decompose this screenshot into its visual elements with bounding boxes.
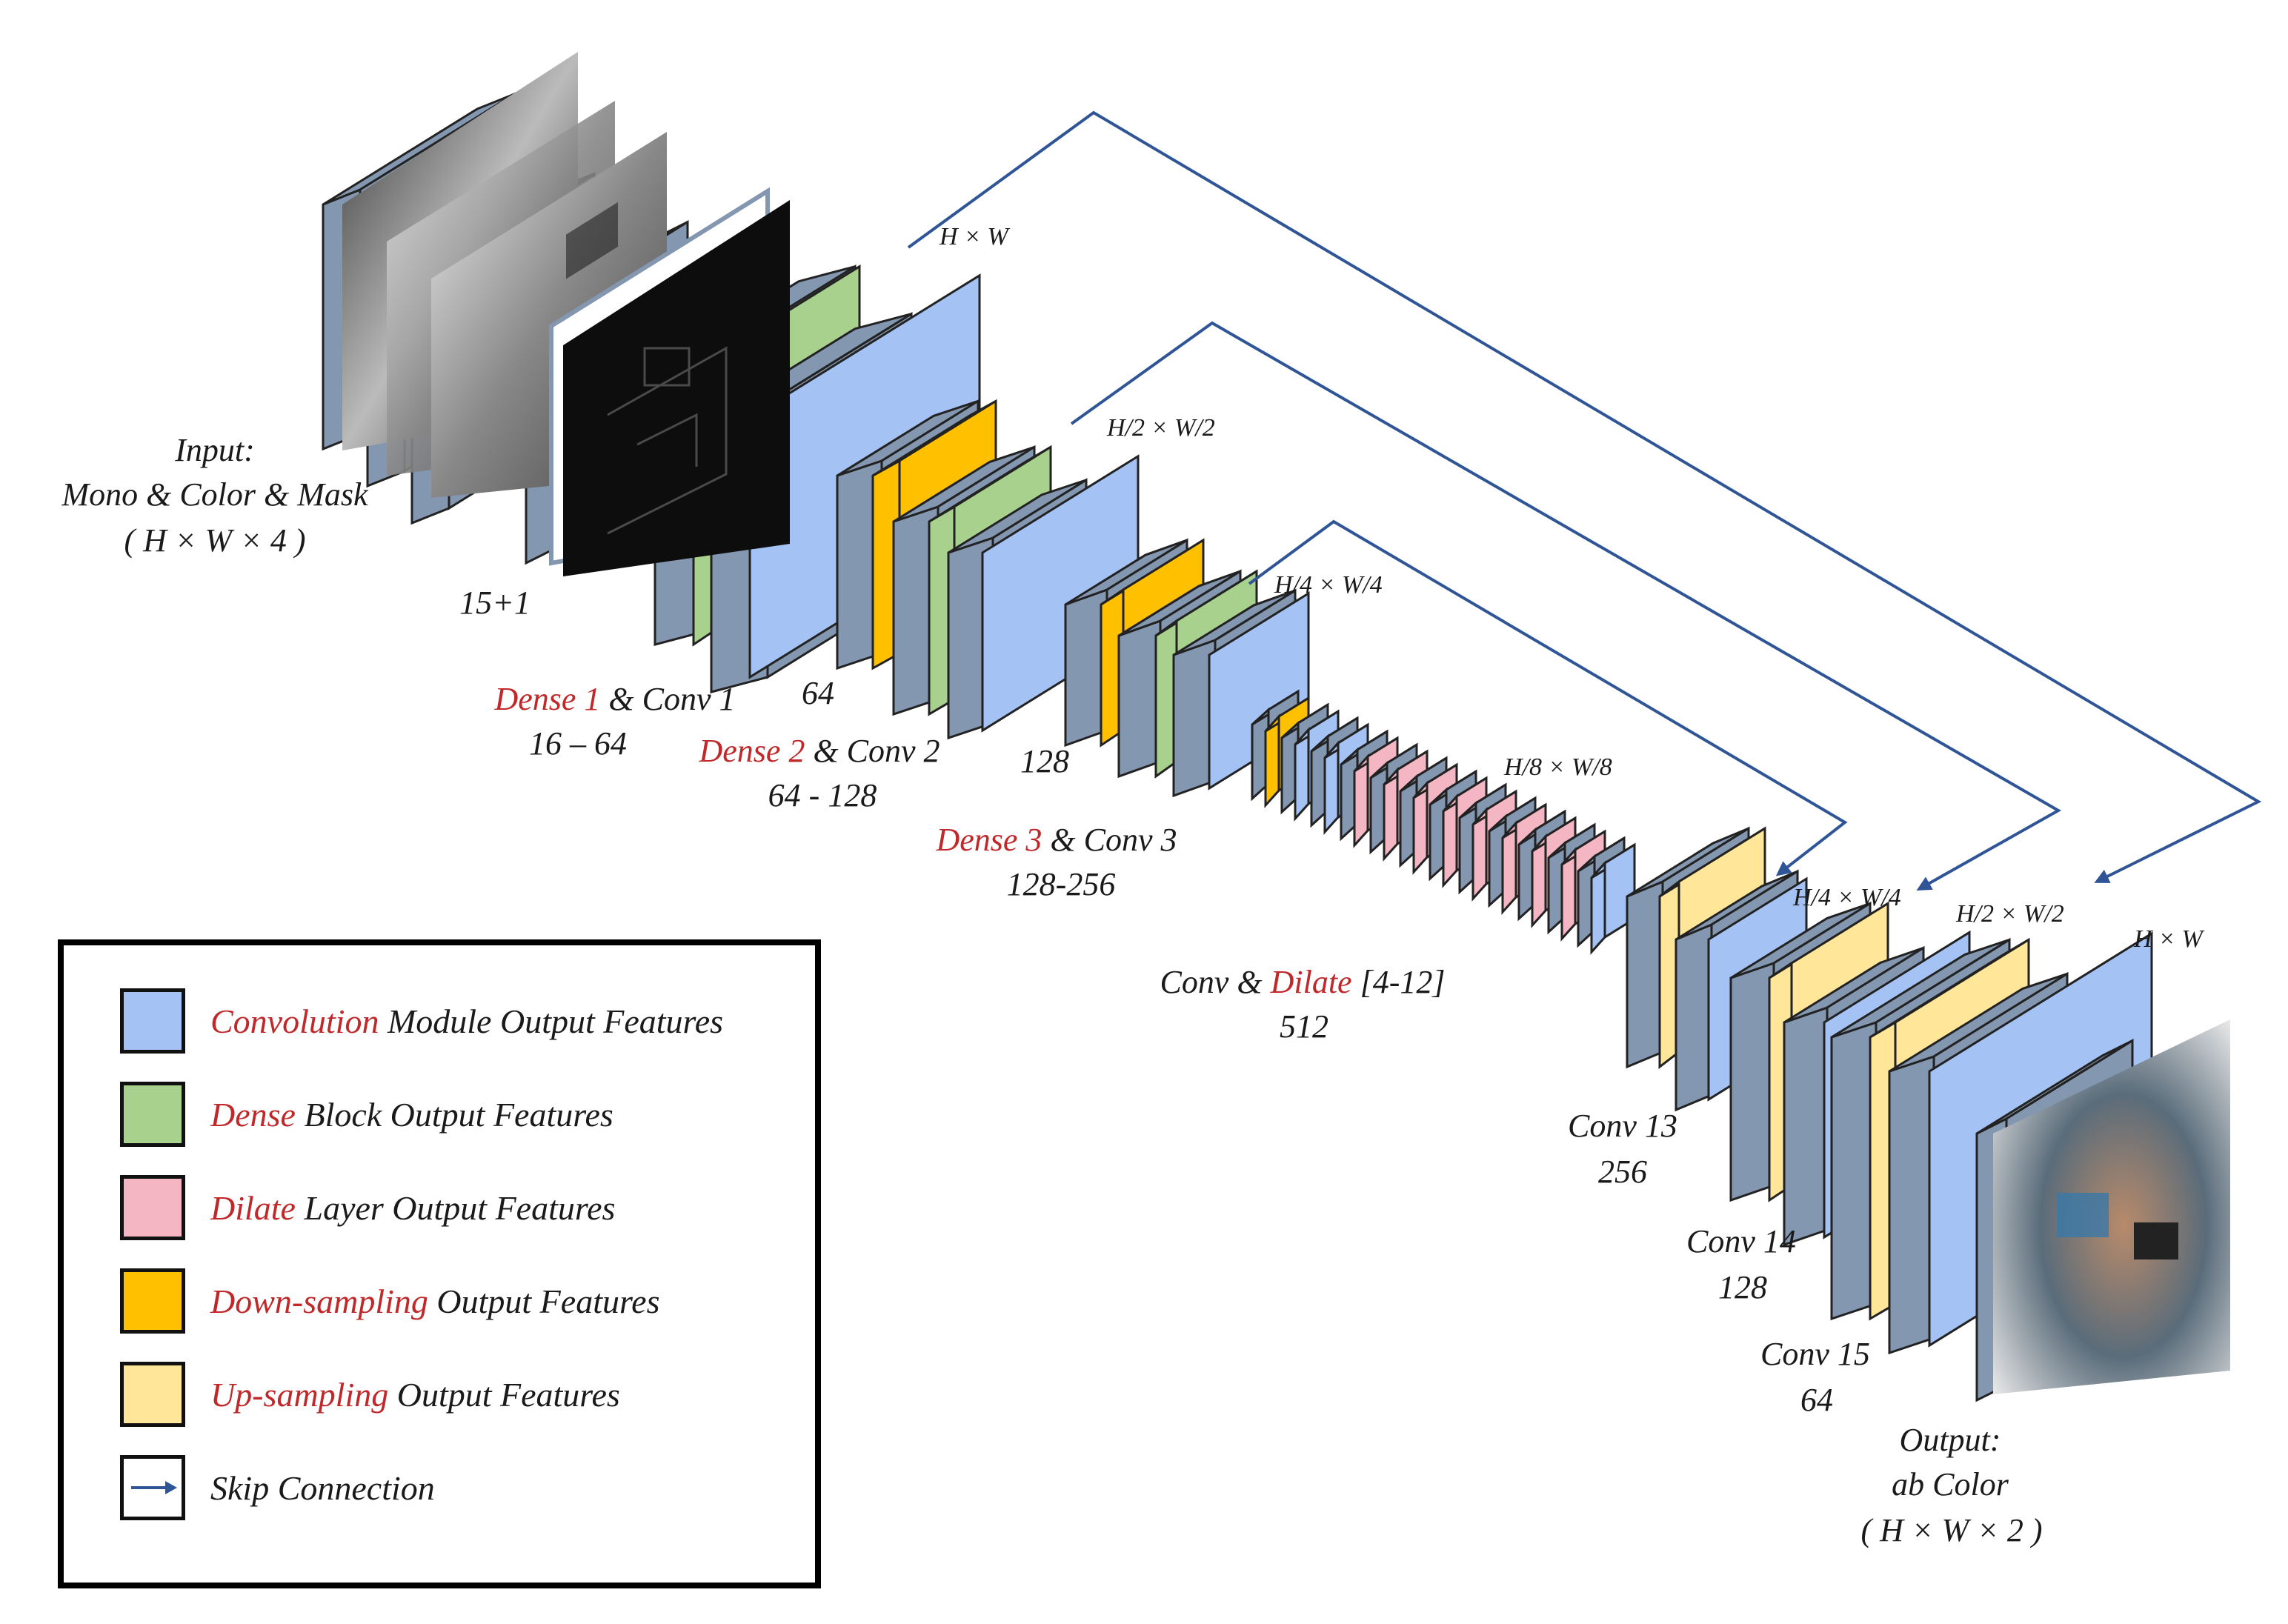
conv14-label: Conv 14	[1686, 1223, 1796, 1259]
legend-label: Dilate Layer Output Features	[210, 1188, 616, 1227]
legend-swatch	[120, 1362, 185, 1427]
input-image-3-colorchart	[566, 202, 618, 279]
legend-label: Convolution Module Output Features	[210, 1002, 724, 1040]
slab-side-frame	[1626, 879, 1664, 1069]
dense3-label: Dense 3 & Conv 3	[935, 822, 1177, 858]
conv15-channels: 64	[1800, 1382, 1833, 1418]
input-title: Input:	[174, 432, 255, 468]
skip-connections	[907, 110, 2262, 891]
scale-label-hw-top: H × W	[939, 223, 1010, 250]
legend-row: Dilate Layer Output Features	[120, 1171, 615, 1245]
skip-connection-h2w2	[1070, 321, 2062, 891]
slab-side-frame	[1675, 922, 1713, 1112]
legend-label: Skip Connection	[210, 1468, 435, 1507]
dense3-range: 128-256	[1007, 866, 1116, 902]
legend-swatch	[120, 1175, 185, 1240]
dense2-range: 64 - 128	[768, 777, 877, 813]
output-image-slab	[1993, 1019, 2230, 1394]
conv2-out: 128	[1020, 743, 1069, 779]
conv15-label: Conv 15	[1760, 1336, 1870, 1372]
input-image-slabs	[342, 52, 790, 576]
output-image-box	[2134, 1222, 2178, 1259]
scale-label-h4w4-bottom: H/4 × W/4	[1792, 884, 1901, 911]
legend-row: Up-sampling Output Features	[120, 1357, 620, 1431]
output-image	[1993, 1019, 2230, 1394]
skip-arrow-icon	[120, 1455, 185, 1520]
legend-row: Skip Connection	[120, 1451, 435, 1525]
input-subtitle: Mono & Color & Mask	[61, 476, 369, 513]
scale-label-h4w4-top: H/4 × W/4	[1274, 571, 1383, 599]
scale-label-h2w2-bottom: H/2 × W/2	[1955, 900, 2064, 928]
diagram-labels: Input: Mono & Color & Mask ( H × W × 4 )…	[61, 223, 2204, 1548]
legend-label: Dense Block Output Features	[210, 1095, 613, 1134]
output-title: Output:	[1900, 1422, 2001, 1458]
conv13-channels: 256	[1598, 1154, 1647, 1190]
legend-row: Down-sampling Output Features	[120, 1264, 660, 1338]
bottleneck-label: Conv & Dilate [4-12]	[1160, 964, 1446, 1000]
dense1-range: 16 – 64	[529, 725, 627, 762]
input-channels: 15+1	[459, 585, 531, 621]
slab-side-frame	[1729, 961, 1775, 1202]
input-shape: ( H × W × 4 )	[124, 522, 305, 559]
legend-label: Down-sampling Output Features	[210, 1282, 660, 1320]
conv1-out: 64	[802, 675, 834, 711]
conv14-channels: 128	[1718, 1269, 1767, 1305]
conv13-label: Conv 13	[1568, 1108, 1677, 1144]
dense2-label: Dense 2 & Conv 2	[698, 733, 940, 769]
legend-swatch	[120, 1082, 185, 1147]
output-shape: ( H × W × 2 )	[1860, 1512, 2042, 1548]
legend-row: Dense Block Output Features	[120, 1077, 613, 1151]
edge-image-lines	[607, 346, 728, 535]
slab-side-frame	[1783, 1005, 1829, 1247]
dense1-label: Dense 1 & Conv 1	[493, 681, 735, 717]
input-edge-image	[563, 200, 790, 576]
slab-side-frame	[1888, 1054, 1935, 1355]
scale-label-hw-bottom: H × W	[2133, 925, 2204, 953]
legend-row: Convolution Module Output Features	[120, 984, 723, 1058]
skip-connection-h4w4	[1248, 519, 1848, 876]
legend-label: Up-sampling Output Features	[210, 1375, 620, 1414]
bottleneck-channels: 512	[1280, 1008, 1328, 1045]
scale-label-h2w2-top: H/2 × W/2	[1106, 414, 1215, 442]
output-image-poster	[2057, 1193, 2109, 1237]
legend-swatch	[120, 1268, 185, 1334]
skip-connection-hw	[907, 110, 2262, 883]
slab-side-frame	[1117, 619, 1162, 779]
legend-swatch	[120, 988, 185, 1054]
output-subtitle: ab Color	[1892, 1466, 2009, 1502]
scale-label-h8w8: H/8 × W/8	[1503, 753, 1612, 781]
